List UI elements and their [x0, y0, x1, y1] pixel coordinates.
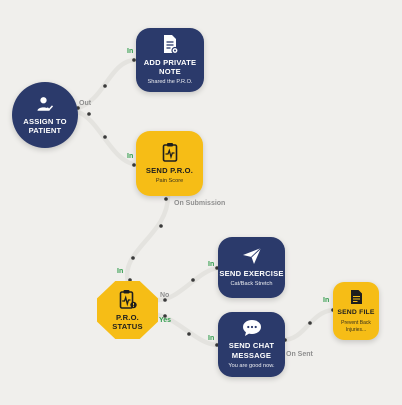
connector-dot: [103, 135, 107, 139]
label-in-pro: In: [127, 153, 134, 160]
clipboard-pulse-icon: [162, 142, 177, 162]
node-title: P.R.O.STATUS: [112, 312, 143, 331]
connector-dot: [163, 314, 167, 318]
label-in-status: In: [117, 268, 124, 275]
node-subtitle: Pain Score: [155, 178, 184, 185]
connector-dot: [215, 343, 219, 347]
connector-dot: [128, 278, 132, 282]
node-subtitle: Shared the P.R.O.: [147, 79, 193, 86]
node-title: SEND EXERCISE: [219, 268, 284, 278]
label-no: No: [160, 292, 170, 299]
connector-dot: [132, 58, 136, 62]
connector-dot: [191, 278, 195, 282]
connector-dot: [215, 266, 219, 270]
clipboard-alert-icon: [119, 289, 137, 309]
label-on-sent: On Sent: [286, 351, 313, 358]
connector-assign-note: [75, 57, 139, 111]
label-out: Out: [79, 100, 92, 107]
document-gear-icon: [164, 34, 178, 54]
node-title: SEND FILE: [337, 309, 375, 317]
paper-plane-icon: [242, 247, 261, 264]
connector-dot: [164, 197, 168, 201]
label-in-chat: In: [208, 335, 215, 342]
connector-dot: [132, 163, 136, 167]
label-in-exercise: In: [208, 261, 215, 268]
node-subtitle: Cat/Back Stretch: [230, 281, 273, 288]
label-on-submission: On Submission: [174, 200, 226, 207]
file-icon: [350, 290, 362, 305]
connector-dot: [187, 332, 191, 336]
node-title: SEND P.R.O.: [145, 165, 194, 175]
connector-dot: [103, 84, 107, 88]
user-check-icon: [37, 96, 54, 111]
connector-dot: [308, 321, 312, 325]
connector-pro-status: [124, 193, 171, 285]
connector-dot: [163, 298, 167, 302]
connector-chat-file: [280, 307, 336, 343]
node-subtitle: You are good now.: [228, 362, 275, 369]
chat-bubble-icon: [242, 320, 261, 337]
connector-dot: [131, 256, 135, 260]
send-pro-node[interactable]: SEND P.R.O. Pain Score: [136, 131, 203, 196]
connector-assign-pro: [75, 109, 139, 168]
label-yes: Yes: [159, 317, 172, 324]
pro-status-node[interactable]: P.R.O.STATUS: [97, 281, 158, 339]
send-exercise-node[interactable]: SEND EXERCISE Cat/Back Stretch: [218, 237, 285, 298]
connector-dot: [159, 224, 163, 228]
label-in-file: In: [323, 297, 330, 304]
connector-dot: [87, 112, 91, 116]
label-in-note: In: [127, 48, 134, 55]
